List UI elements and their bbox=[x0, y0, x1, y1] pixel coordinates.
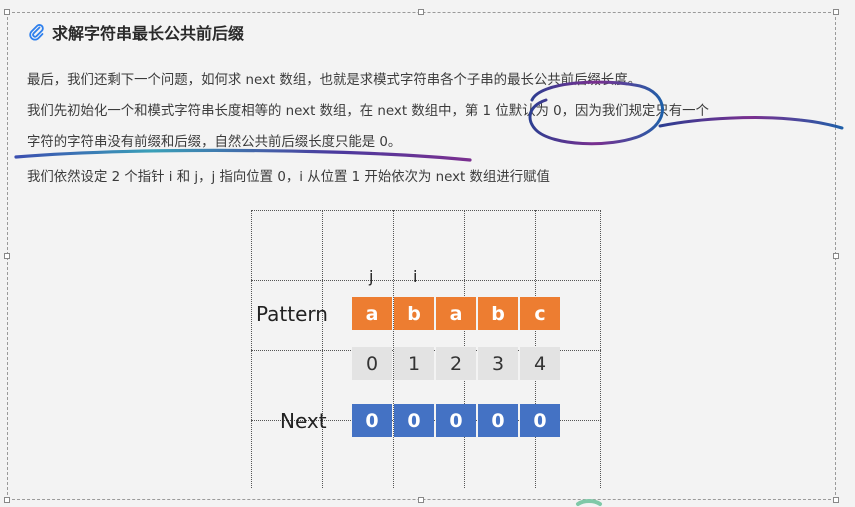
section-title: 求解字符串最长公共前后缀 bbox=[52, 24, 245, 43]
resize-handle-bottom-left[interactable] bbox=[4, 497, 10, 503]
paragraph-line-4: 我们依然设定 2 个指针 i 和 j，j 指向位置 0，i 从位置 1 开始依次… bbox=[27, 170, 550, 185]
resize-handle-bottom[interactable] bbox=[418, 497, 424, 503]
ink-mark-bottom bbox=[576, 499, 602, 506]
paragraph-line-1: 最后，我们还剩下一个问题，如何求 next 数组，也就是求模式字符串各个子串的最… bbox=[27, 73, 641, 88]
resize-handle-top-left[interactable] bbox=[4, 9, 10, 15]
resize-handle-top-right[interactable] bbox=[833, 9, 839, 15]
paperclip-icon bbox=[28, 23, 46, 41]
resize-handle-right[interactable] bbox=[833, 253, 839, 259]
section-header: 求解字符串最长公共前后缀 bbox=[28, 20, 244, 44]
resize-handle-bottom-right[interactable] bbox=[833, 497, 839, 503]
paragraph-line-2: 我们先初始化一个和模式字符串长度相等的 next 数组，在 next 数组中，第… bbox=[27, 104, 709, 119]
paragraph-line-3: 字符的字符串没有前缀和后缀，自然公共前后缀长度只能是 0。 bbox=[27, 135, 402, 150]
resize-handle-left[interactable] bbox=[4, 253, 10, 259]
resize-handle-top[interactable] bbox=[418, 9, 424, 15]
